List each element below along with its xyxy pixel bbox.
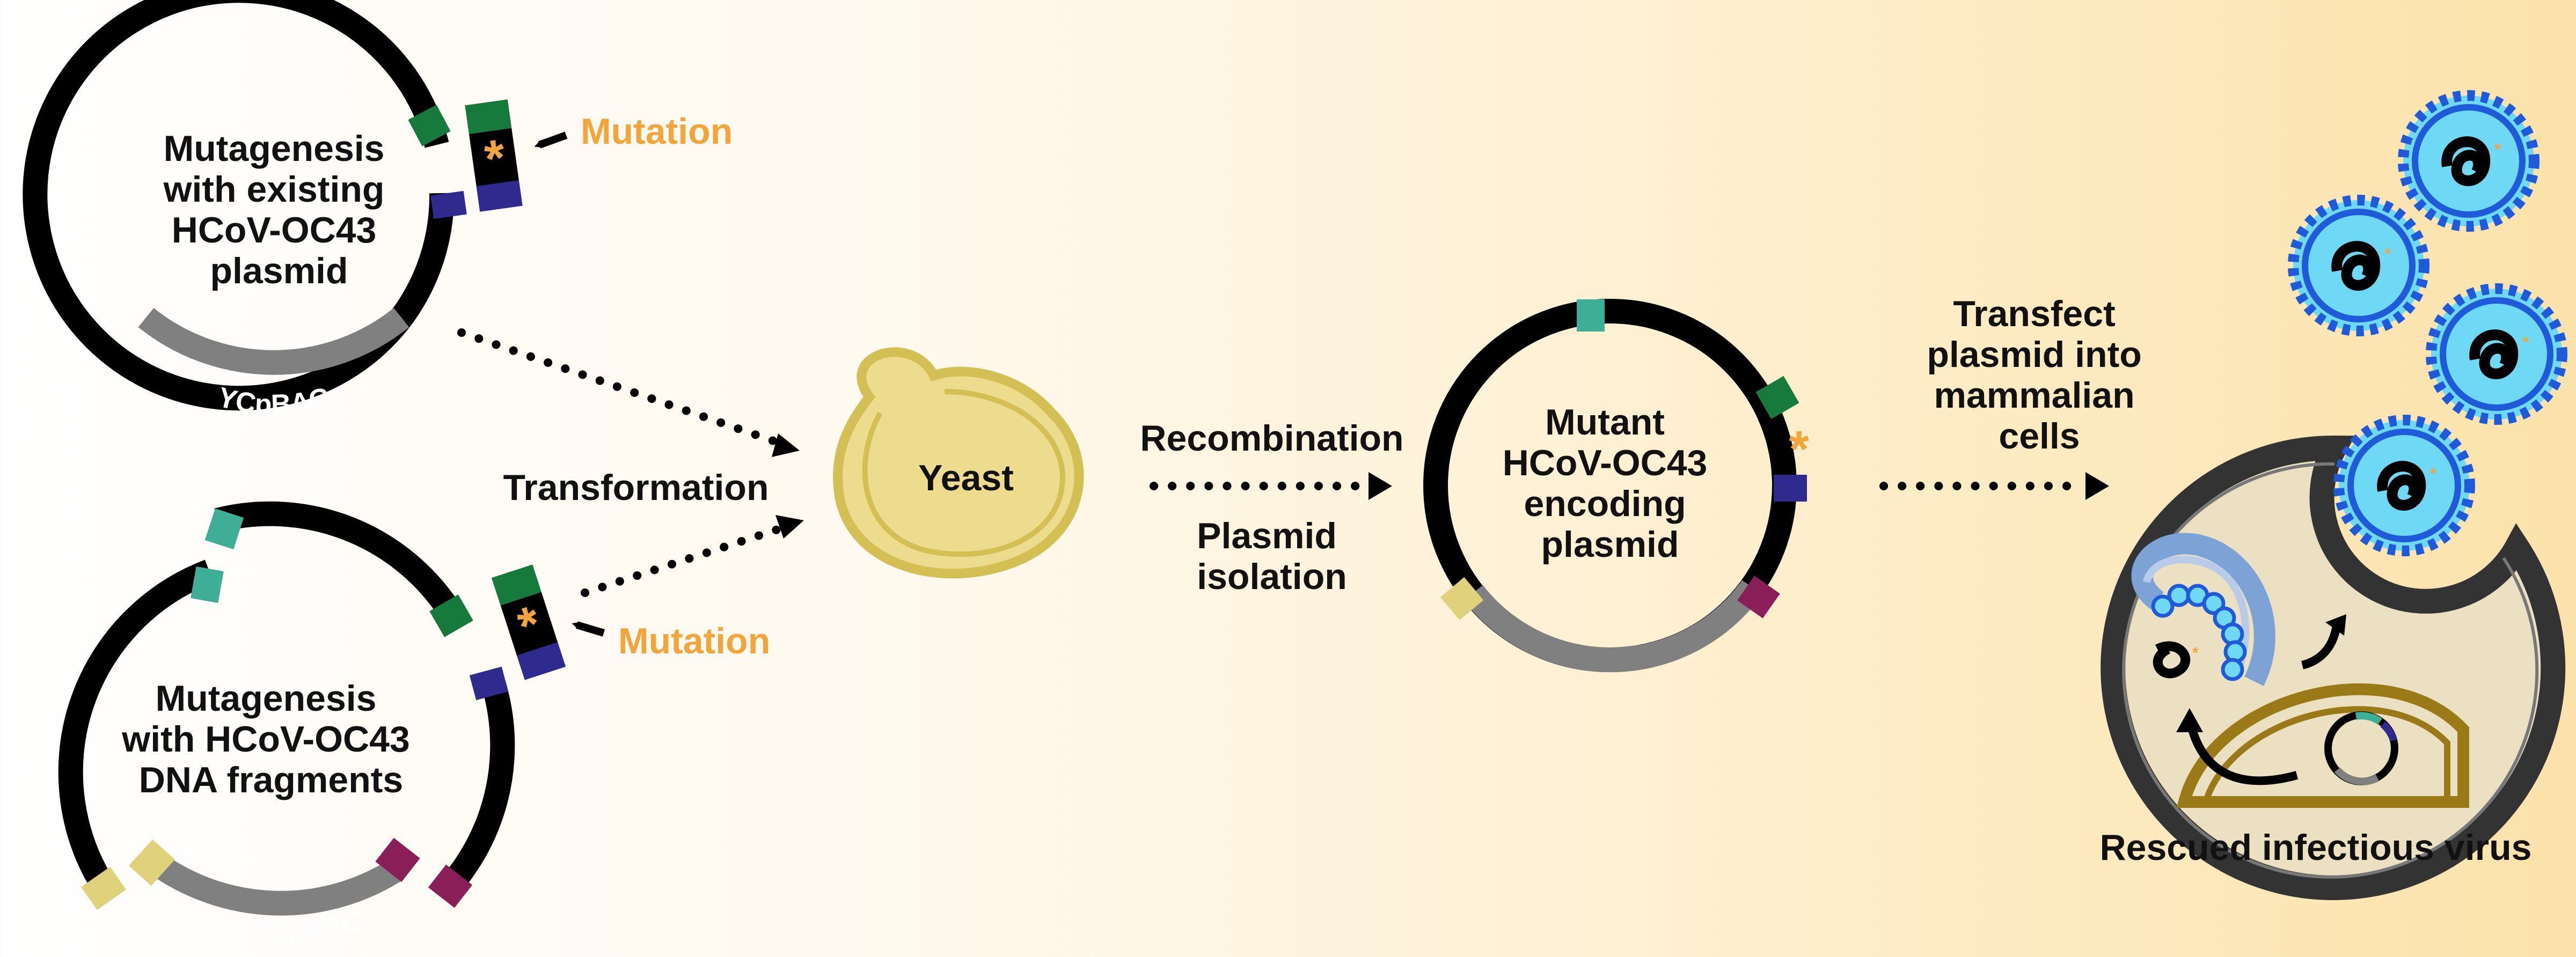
bottom-sand-segment-a [81,866,126,910]
mutant-green-segment [1755,376,1799,419]
arrowhead-icon [1368,472,1392,500]
plasmid-isolation-label: Plasmid isolation [1197,516,1347,597]
arrowhead-icon [2176,708,2203,732]
mutant-magenta-segment [1737,576,1780,619]
bottom-mutated-fragment: * [492,564,566,680]
bottom-sand-segment-b [129,839,175,886]
asterisk-icon: * [2384,245,2391,263]
recombination-label: Recombination [1140,418,1403,459]
yeast-label: Yeast [918,458,1014,498]
top-mutated-fragment: * [465,99,523,212]
rescued-virus-label: Rescued infectious virus [2100,827,2532,868]
fragment-navy [517,642,566,680]
top-plasmid-vector [138,308,409,375]
mutant-sand-segment [1440,577,1484,621]
bottom-fragment-1 [58,560,214,895]
bottom-plasmid-label: Mutagenesis with HCoV-OC43 DNA fragments [121,678,420,800]
bottom-fragment-3 [441,678,515,893]
mammalian-cell: * [2101,435,2566,900]
mutation-label-top: Mutation [581,111,733,152]
bottom-green-segment [429,594,473,637]
fragment-green [492,564,541,606]
bottom-vector [145,851,404,916]
top-plasmid-navy-segment [430,190,467,219]
asterisk-icon: * [1789,421,1809,478]
top-plasmid-green-segment [408,105,451,146]
yeast-cell: Yeast [833,347,1084,579]
bottom-navy-segment [469,666,509,701]
asterisk-icon: * [2522,334,2529,351]
mutant-plasmid: * [1423,299,1809,673]
mutation-label-bottom: Mutation [618,621,770,661]
er-membrane [2131,533,2275,686]
bottom-fragment-2 [214,501,464,623]
arrow-icon [572,621,605,637]
transformation-label: Transformation [503,467,769,508]
top-plasmid-label: Mutagenesis with existing HCoV-OC43 plas… [163,128,395,291]
virus-particle-1: * [2398,90,2540,232]
virus-particle-4: * [2333,415,2475,556]
bottom-teal-segment-b [204,508,244,550]
dotted-arrow-bottom [581,521,793,597]
dotted-arrow-top [457,328,793,451]
arrowhead-icon [2085,472,2109,500]
fragment-green [465,99,512,135]
mutant-plasmid-vector [1463,580,1762,673]
nucleocapsid-beads [2151,584,2247,681]
mutant-plasmid-label: Mutant HCoV-OC43 encoding plasmid [1503,402,1718,565]
arrowhead-icon [772,433,800,457]
virus-particle-2: * [2288,195,2429,336]
arrow-icon [534,131,568,149]
bottom-magenta-segment-b [428,864,473,908]
top-plasmid: YCpBAC Mutagenesis with existing HCoV-OC… [23,0,467,421]
transfect-label: Transfect plasmid into mammalian cells [1927,293,2151,457]
asterisk-icon: * [2494,141,2501,158]
arrowhead-icon [2325,614,2346,636]
mutant-navy-segment [1774,475,1807,502]
arrowhead-icon [775,515,804,539]
fragment-navy [476,180,523,212]
virus-particle-3: * [2426,283,2567,425]
asterisk-icon: * [2192,644,2199,662]
viral-genome-icon [2153,641,2191,679]
bottom-plasmid: YCpBAC [58,501,515,948]
bottom-magenta-segment-a [375,837,420,882]
mutant-teal-segment [1577,299,1605,332]
bottom-teal-segment-a [191,566,224,603]
asterisk-icon: * [2430,465,2436,483]
curved-arrow [2185,718,2299,785]
top-plasmid-backbone [23,0,449,411]
